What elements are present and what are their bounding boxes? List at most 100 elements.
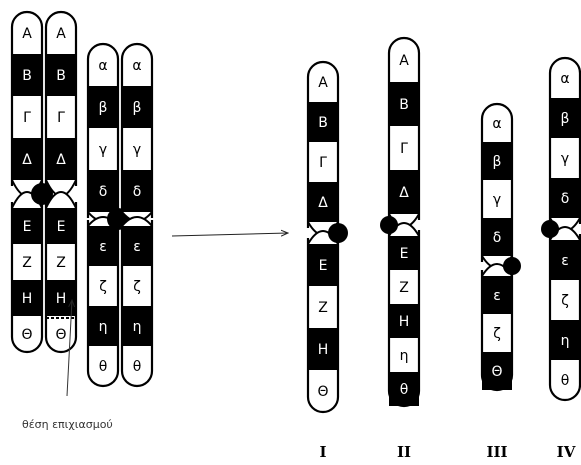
- gene-label: Β: [22, 68, 32, 84]
- gene-label: Η: [22, 291, 33, 307]
- band-lower: [12, 316, 42, 352]
- gene-label: β: [561, 111, 570, 127]
- gene-label: Θ: [21, 327, 32, 343]
- gene-label: γ: [133, 142, 141, 158]
- gene-label: Γ: [400, 141, 408, 157]
- gene-label: θ: [99, 359, 108, 375]
- band-upper: [12, 96, 42, 138]
- gene-label: Α: [56, 26, 66, 42]
- centromere: [31, 183, 53, 205]
- band-lower: [12, 208, 42, 244]
- band-upper: [46, 138, 76, 180]
- gene-label: α: [560, 71, 569, 87]
- gene-label: Β: [318, 115, 328, 131]
- band-upper: [389, 170, 419, 214]
- gene-label: ε: [99, 239, 107, 255]
- gene-label: Δ: [56, 152, 66, 168]
- lower-arm-outline: [387, 230, 421, 408]
- gene-label: η: [561, 333, 570, 349]
- gene-label: δ: [561, 191, 570, 207]
- gene-label: Δ: [22, 152, 32, 168]
- gene-label: Α: [399, 53, 409, 69]
- band-lower: [389, 304, 419, 338]
- band-lower: [550, 280, 580, 320]
- result-label: IV: [557, 443, 576, 461]
- band-upper: [88, 128, 118, 170]
- upper-arm-outline: [387, 36, 421, 220]
- band-lower: [482, 314, 512, 352]
- gene-label: Β: [56, 68, 66, 84]
- band-upper: [482, 180, 512, 218]
- gene-label: β: [99, 100, 108, 116]
- band-lower: [122, 266, 152, 306]
- gene-label: Η: [318, 342, 329, 358]
- result-label: II: [397, 443, 411, 461]
- band-lower: [482, 276, 512, 314]
- band-upper: [46, 54, 76, 96]
- band-upper: [12, 12, 42, 54]
- gene-label: δ: [493, 230, 502, 246]
- gene-label: ζ: [493, 326, 501, 342]
- gene-label: Ε: [57, 219, 66, 235]
- gene-label: Η: [399, 314, 410, 330]
- gene-label: ε: [493, 288, 501, 304]
- band-lower: [389, 372, 419, 406]
- gene-label: ζ: [99, 279, 107, 295]
- gene-label: ε: [133, 239, 141, 255]
- band-lower: [88, 346, 118, 386]
- gene-label: Β: [399, 97, 409, 113]
- gene-label: α: [492, 116, 501, 132]
- gene-label: Ζ: [399, 280, 409, 296]
- band-upper: [389, 38, 419, 82]
- band-upper: [46, 12, 76, 54]
- band-upper: [88, 170, 118, 212]
- gene-label: Δ: [399, 185, 409, 201]
- band-lower: [550, 360, 580, 400]
- gene-label: Θ: [491, 364, 502, 380]
- band-lower: [46, 244, 76, 280]
- gene-label: Ε: [400, 246, 409, 262]
- gene-label: ζ: [561, 293, 569, 309]
- result-label: I: [319, 443, 326, 461]
- band-lower: [122, 226, 152, 266]
- gene-label: Α: [318, 75, 328, 91]
- gene-label: β: [493, 154, 502, 170]
- lower-arm-outline: [306, 238, 340, 414]
- band-upper: [122, 128, 152, 170]
- upper-arm-outline: [548, 56, 581, 224]
- gene-label: Η: [56, 291, 67, 307]
- gene-label: δ: [99, 184, 108, 200]
- band-upper: [88, 86, 118, 128]
- gene-label: Ε: [23, 219, 32, 235]
- lower-arm-end: [121, 216, 153, 227]
- gene-label: Γ: [57, 110, 65, 126]
- gene-label: Ζ: [22, 255, 32, 271]
- gene-label: α: [132, 58, 141, 74]
- band-upper: [389, 82, 419, 126]
- gene-label: α: [98, 58, 107, 74]
- band-upper: [308, 182, 338, 222]
- band-lower: [88, 266, 118, 306]
- upper-arm-outline: [44, 10, 78, 186]
- band-upper: [308, 142, 338, 182]
- crossover-site-caption: θέση επιχιασμού: [22, 418, 113, 431]
- band-upper: [12, 138, 42, 180]
- band-upper: [308, 62, 338, 102]
- gene-label: Δ: [318, 195, 328, 211]
- gene-label: Ζ: [318, 300, 328, 316]
- lower-arm-outline: [86, 220, 120, 388]
- band-upper: [122, 44, 152, 86]
- band-lower: [88, 226, 118, 266]
- lower-arm-end: [45, 191, 77, 209]
- gene-label: δ: [133, 184, 142, 200]
- band-lower: [550, 320, 580, 360]
- band-lower: [389, 270, 419, 304]
